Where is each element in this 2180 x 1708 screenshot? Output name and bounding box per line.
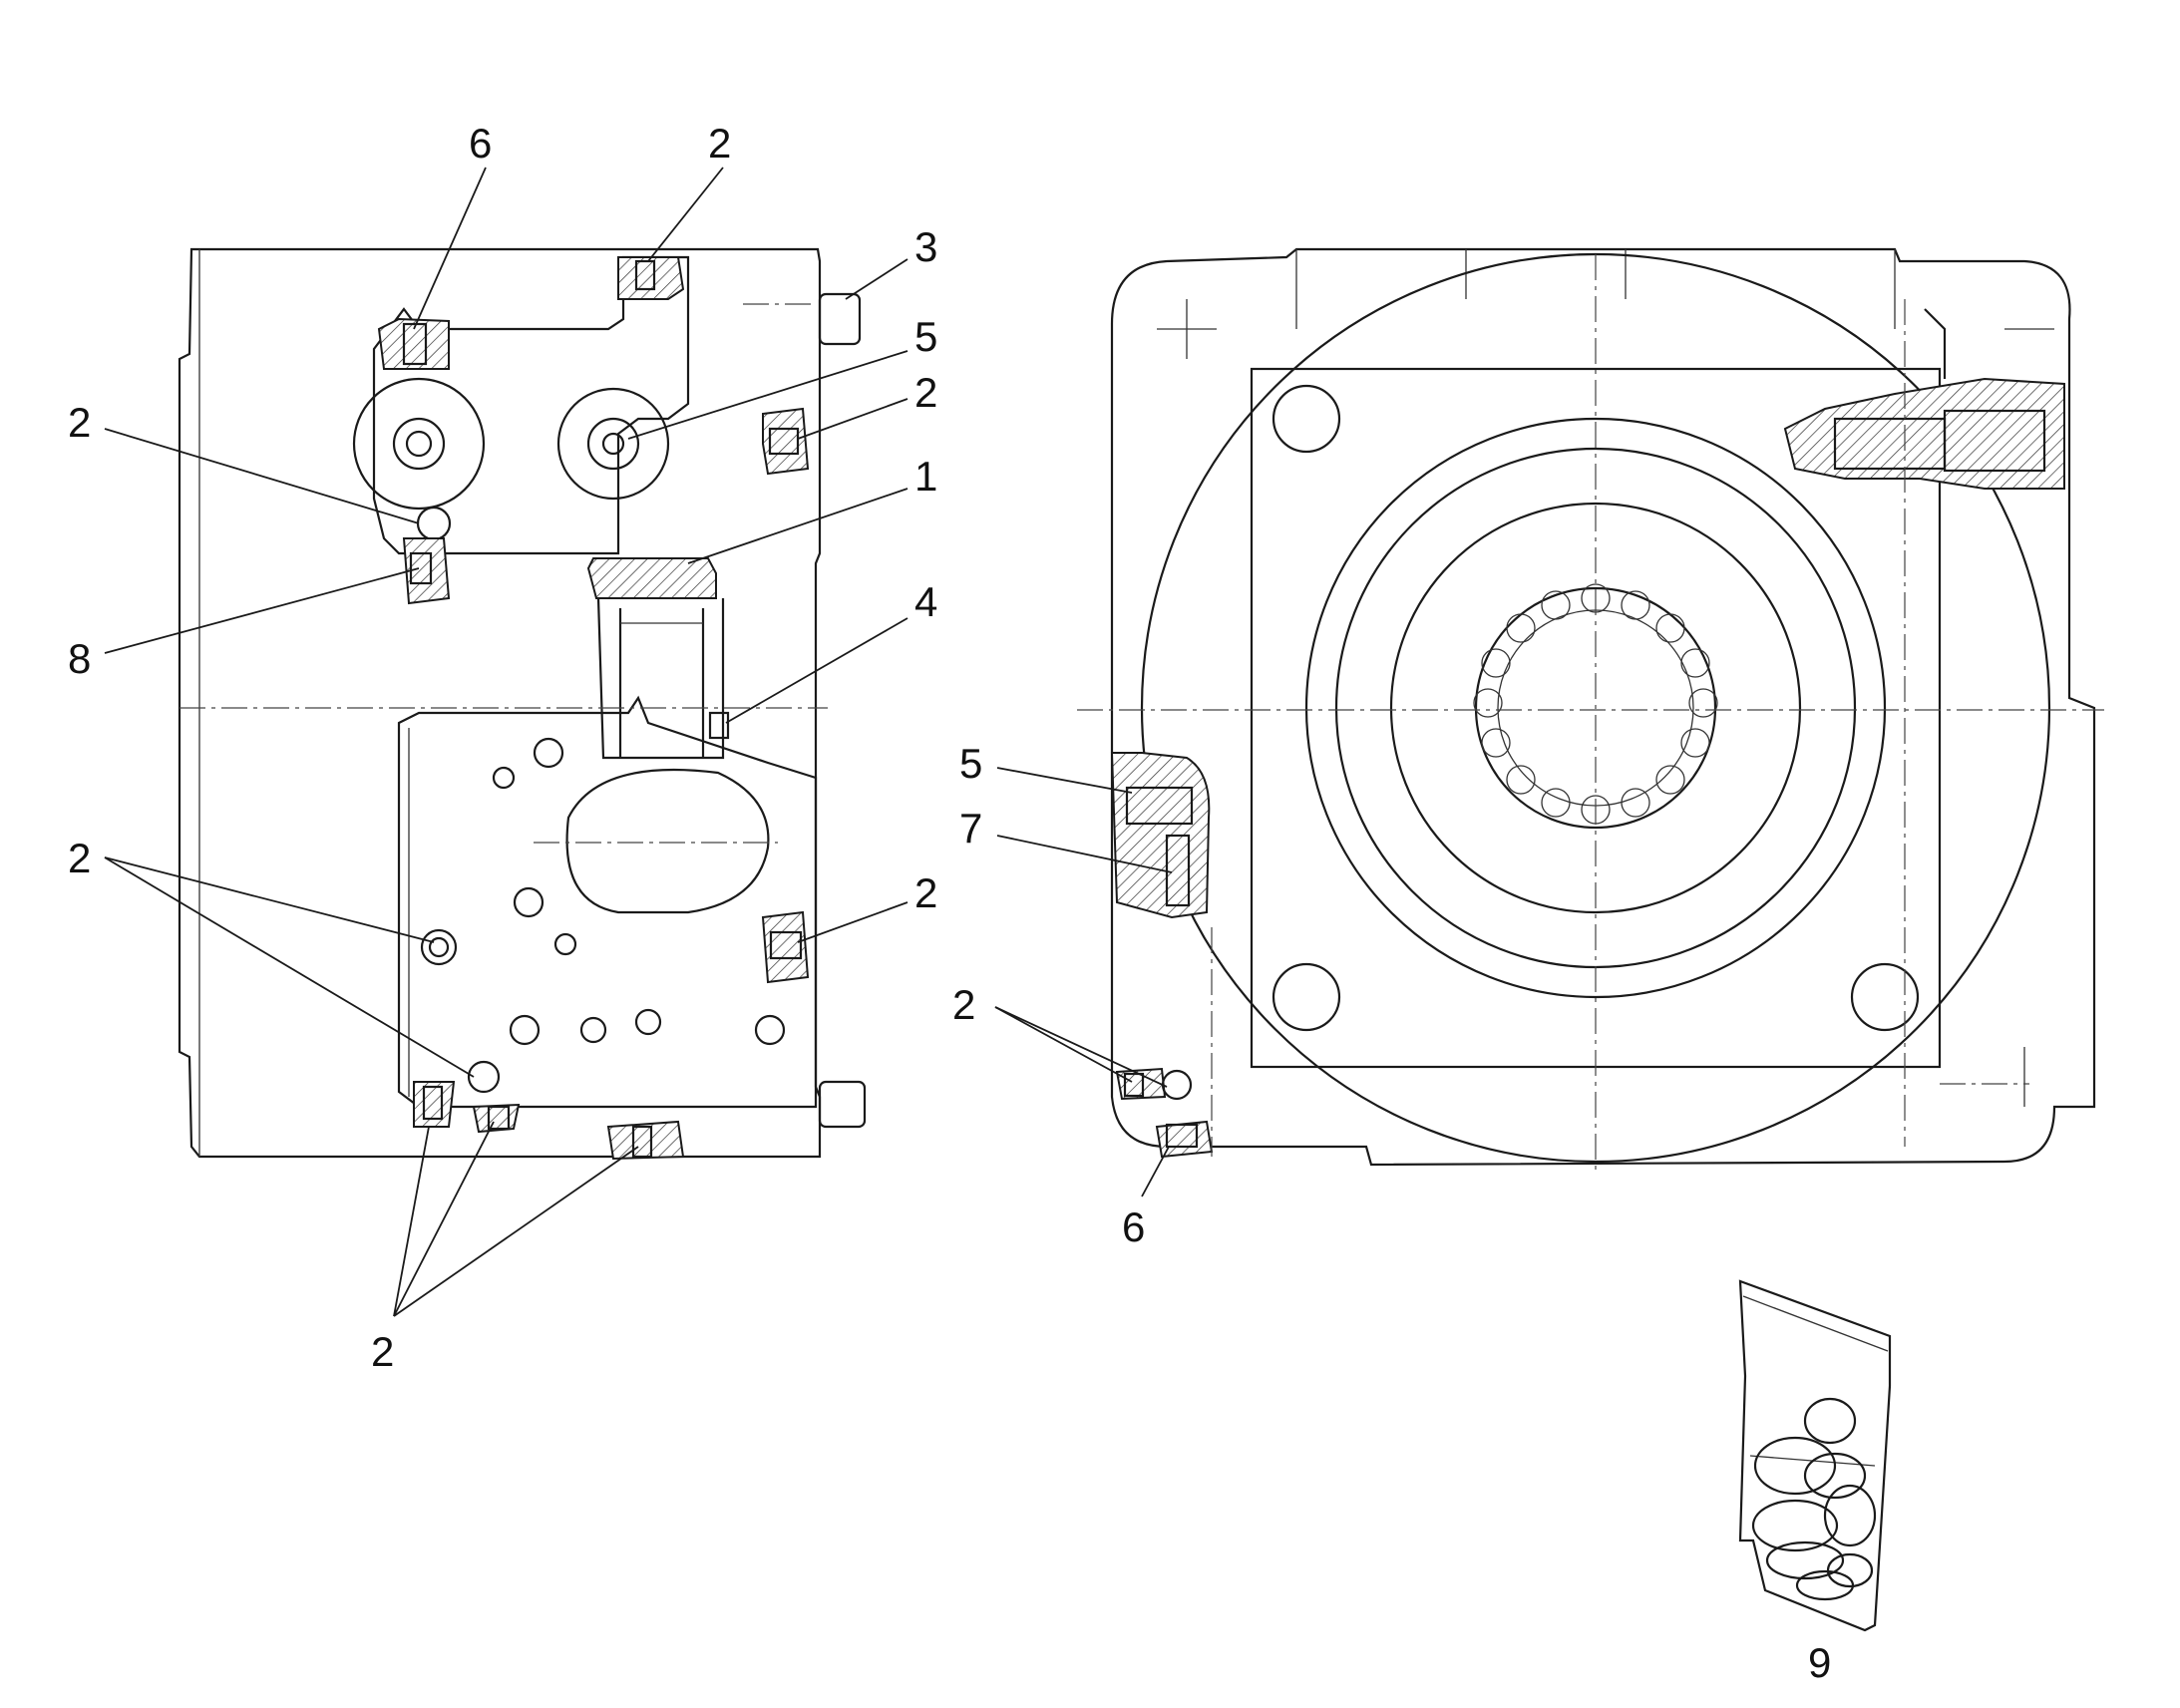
callout-8: 8	[68, 635, 91, 682]
pin-3	[818, 292, 862, 346]
seal-kit-bag	[1738, 1279, 1892, 1632]
callout-2-front: 2	[952, 981, 975, 1028]
callout-2-right-upper: 2	[914, 369, 937, 416]
plate-holes	[416, 506, 786, 1094]
pin-4	[708, 711, 730, 740]
callout-4: 4	[914, 578, 937, 625]
boss-left	[352, 377, 486, 511]
callout-9: 9	[1808, 1639, 1831, 1686]
callout-7-front: 7	[959, 805, 982, 852]
callout-6-top: 6	[469, 120, 492, 167]
callout-1: 1	[914, 453, 937, 500]
port-section-top	[1783, 377, 2065, 490]
left-side-view	[178, 247, 867, 1161]
boss-5	[556, 387, 670, 501]
flange-outline	[1110, 247, 2096, 1167]
port-section-left	[1110, 752, 1211, 919]
bolt-hole	[1850, 962, 1920, 1032]
leader-lines	[104, 167, 1173, 1317]
callout-2-left-upper: 2	[68, 399, 91, 446]
oval-port	[565, 768, 770, 914]
control-plate	[397, 695, 818, 1109]
plug-sections	[377, 256, 810, 1161]
front-view	[1077, 247, 2104, 1172]
callout-5: 5	[914, 313, 937, 360]
callout-2-bottom: 2	[371, 1328, 394, 1375]
callout-2-left-lower: 2	[68, 835, 91, 881]
callout-labels: 6 2 3 5 2 1 4 2 2 8 2 2 5 7 2 6 9	[68, 120, 1831, 1686]
housing-outline	[178, 247, 822, 1159]
pin-bottom	[818, 1080, 867, 1129]
plug-1-section	[586, 557, 717, 599]
spline-teeth	[1473, 583, 1718, 825]
spline-bore	[1474, 586, 1717, 830]
upper-cutout	[372, 255, 690, 555]
callout-2-right-lower: 2	[914, 869, 937, 916]
callout-2-top: 2	[708, 120, 731, 167]
callout-3: 3	[914, 223, 937, 270]
callout-5-front: 5	[959, 740, 982, 787]
bolt-hole	[1272, 962, 1341, 1032]
callout-6-front: 6	[1122, 1203, 1145, 1250]
bolt-hole	[1272, 384, 1341, 454]
